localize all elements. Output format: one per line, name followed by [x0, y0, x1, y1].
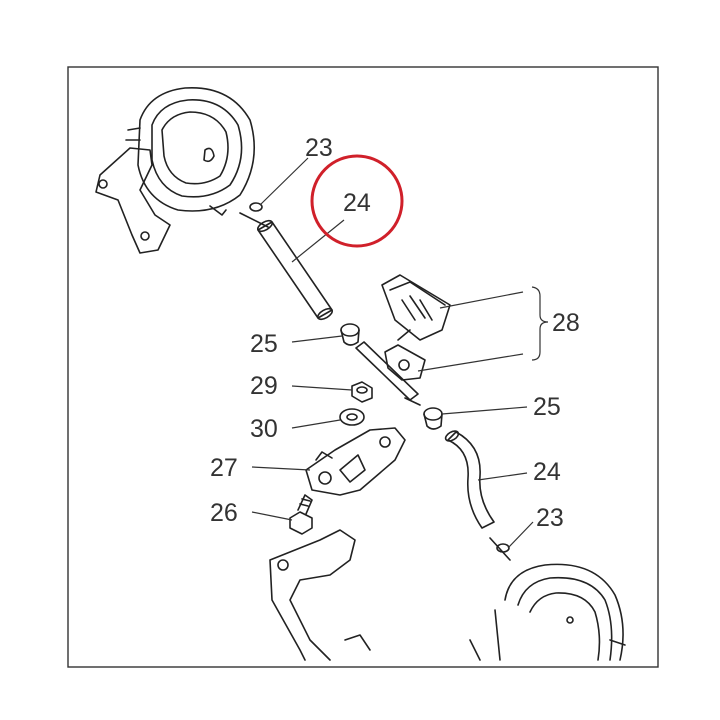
diagram-frame — [67, 66, 659, 668]
callout-29: 29 — [250, 372, 278, 400]
hose-clip-top — [239, 202, 269, 228]
leader-30 — [291, 419, 341, 429]
grommet-top — [340, 323, 360, 346]
highlight-circle — [310, 154, 404, 248]
callout-28: 28 — [552, 309, 580, 337]
leader-25-right — [441, 406, 528, 415]
leader-26 — [251, 511, 293, 521]
callout-25-right: 25 — [533, 393, 561, 421]
mounting-bracket — [305, 427, 406, 496]
leader-28-upper — [439, 291, 524, 309]
callout-27: 27 — [210, 454, 238, 482]
leader-23-lower — [507, 521, 534, 549]
hose-top — [256, 219, 334, 321]
leader-25-top — [291, 335, 343, 343]
leader-28-lower — [417, 353, 524, 372]
washer — [339, 408, 365, 426]
grommet-right — [423, 407, 443, 430]
callout-23-lower: 23 — [536, 504, 564, 532]
callout-24-top: 24 — [343, 189, 371, 217]
callout-26: 26 — [210, 499, 238, 527]
callout-25-top: 25 — [250, 330, 278, 358]
mounting-plate — [269, 529, 371, 661]
callout-23-top: 23 — [305, 134, 333, 162]
callout-30: 30 — [250, 415, 278, 443]
leader-24-lower — [477, 472, 528, 481]
throttle-body-bottom-right — [469, 563, 626, 661]
pressure-sensor — [381, 274, 451, 381]
leader-24-top — [291, 219, 345, 263]
throttle-body-top-left — [95, 86, 256, 254]
hose-lower — [444, 430, 495, 529]
sensor-pipe — [355, 341, 421, 406]
hose-clip-lower — [489, 537, 511, 561]
bracket-28 — [531, 286, 549, 361]
leader-29 — [291, 385, 353, 391]
leader-23-top — [259, 157, 309, 206]
leader-27 — [251, 466, 311, 471]
stud-bolt — [289, 494, 313, 535]
callout-24-lower: 24 — [533, 458, 561, 486]
nut — [351, 381, 373, 403]
